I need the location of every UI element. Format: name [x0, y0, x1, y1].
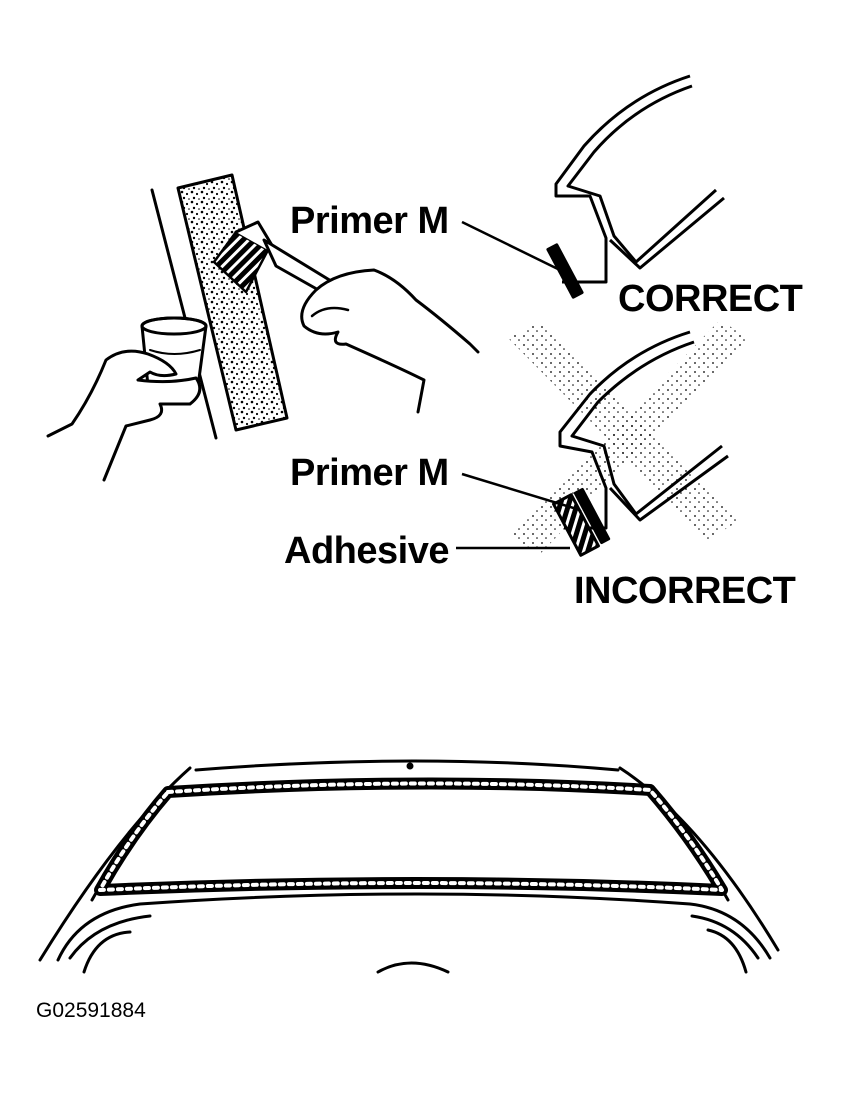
primer-leader-top	[461, 220, 565, 274]
primer-layer-correct	[546, 243, 584, 299]
correct-label: CORRECT	[618, 278, 803, 320]
body-flange-edge	[150, 188, 218, 440]
left-hand	[46, 349, 202, 482]
correct-section-diagram	[461, 74, 725, 299]
adhesive-label: Adhesive	[284, 530, 449, 572]
primer-m-label-bottom: Primer M	[290, 452, 449, 494]
figure-code: G02591884	[36, 999, 146, 1022]
incorrect-label: INCORRECT	[574, 570, 796, 612]
primer-application-illustration	[46, 173, 480, 482]
stippled-flange-surface	[176, 173, 289, 432]
adhesive-layer	[552, 493, 600, 557]
vehicle-body-outline	[38, 766, 192, 962]
adhesive-bead-ring	[94, 777, 728, 896]
incorrect-section-diagram	[456, 320, 748, 557]
primer-leader-bottom	[461, 472, 581, 512]
window-frame-overview	[38, 759, 780, 974]
right-hand	[300, 268, 480, 414]
primer-m-label-top: Primer M	[290, 200, 449, 242]
primer-layer-incorrect	[573, 487, 611, 545]
